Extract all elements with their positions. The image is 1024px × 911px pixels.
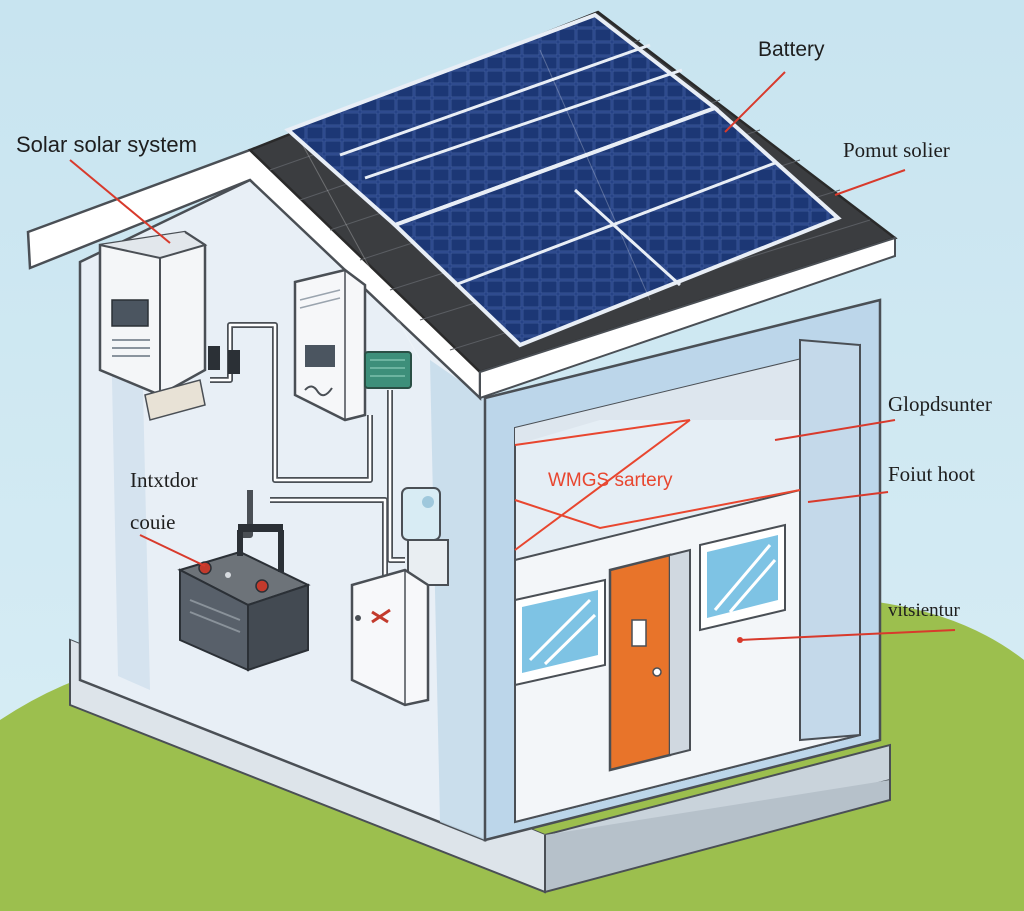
label-foiut-hoot: Foiut hoot: [888, 462, 975, 486]
wall-corner-shade: [430, 360, 485, 840]
leader-foiut-hoot: [807, 491, 889, 503]
label-pomut-solier: Pomut solier: [843, 138, 950, 162]
label-glopdsunter: Glopdsunter: [888, 392, 992, 416]
front-door: [608, 548, 691, 772]
window-left: [514, 578, 606, 687]
connector-left: [208, 346, 220, 370]
leader-intxtdor: [139, 534, 206, 567]
label-vitsienter: vitsientur: [888, 600, 960, 621]
charge-controller-icon: [293, 268, 367, 422]
door-knob: [652, 667, 662, 677]
label-wmgs-sartery: WMGS sartery: [548, 470, 673, 491]
leader-solar-system: [69, 159, 171, 244]
door-window: [631, 619, 647, 647]
leader-lines: [69, 71, 956, 641]
leader-pomut-solier: [834, 169, 906, 196]
solar-panel-array: [284, 12, 842, 361]
junction-box-icon: [364, 351, 412, 389]
leader-vitsienter: [739, 629, 956, 641]
leader-battery: [724, 71, 786, 133]
leader-dot: [737, 637, 743, 643]
label-battery: Battery: [758, 38, 825, 61]
meter-device-icon: [401, 487, 449, 586]
ceiling-wiring: [514, 419, 801, 551]
system-wiring-highlight: [210, 323, 405, 580]
cutaway-ceiling: [515, 345, 860, 445]
label-solar-system: Solar solar system: [16, 132, 197, 157]
disconnect-box-icon: [350, 568, 430, 707]
junction-box-vents: [370, 359, 405, 377]
cutaway-pillar: [799, 338, 861, 742]
car-battery-icon: [177, 524, 311, 672]
connector-right: [228, 350, 240, 374]
leader-glopdsunter: [774, 419, 896, 441]
label-intxtdor: Intxtdor: [130, 468, 198, 492]
inverter-box-icon: [98, 230, 208, 421]
window-right: [699, 523, 786, 632]
roof-eave-front: [479, 236, 896, 400]
label-couie: couie: [130, 510, 176, 534]
